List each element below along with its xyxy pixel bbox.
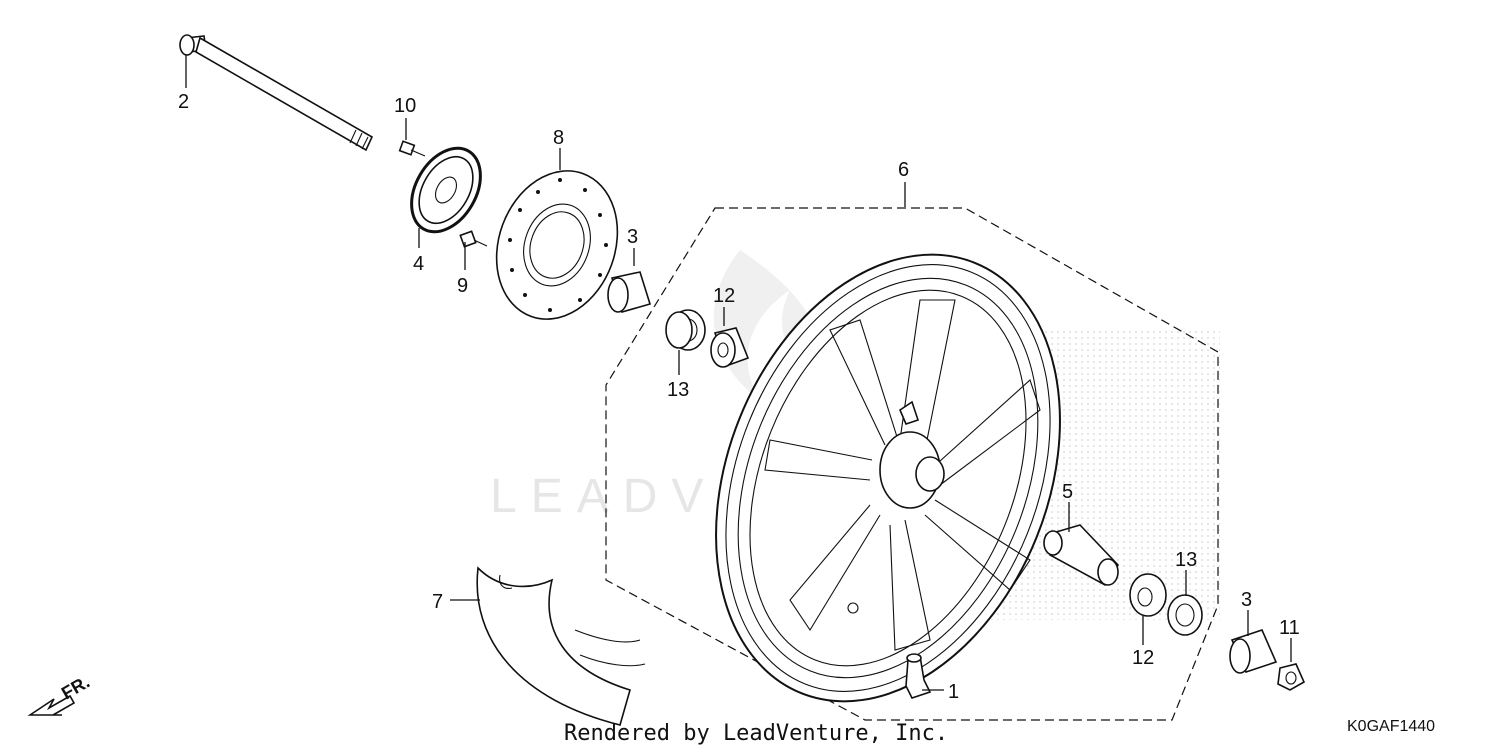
wheel-guard — [476, 566, 646, 726]
callout-5: 5 — [1062, 481, 1073, 503]
axle-shaft — [179, 34, 374, 152]
render-credit: Rendered by LeadVenture, Inc. — [564, 721, 948, 746]
wheel-assembly-boundary — [605, 207, 1219, 721]
axle-nut — [1277, 663, 1306, 691]
disc-cover — [410, 146, 482, 234]
callout-11: 11 — [1279, 617, 1300, 639]
callout-7: 7 — [432, 591, 443, 613]
callout-12-left: 12 — [713, 285, 735, 307]
collar-left — [607, 271, 652, 313]
callout-3-right: 3 — [1241, 589, 1252, 611]
brake-disc — [495, 170, 619, 320]
callout-13-right: 13 — [1175, 549, 1197, 571]
callout-6: 6 — [898, 159, 909, 181]
valve-stem — [905, 653, 932, 699]
callout-2: 2 — [178, 91, 189, 113]
front-direction-arrow: FR. — [27, 672, 93, 716]
callout-4: 4 — [413, 253, 424, 275]
leader-lines — [185, 55, 1292, 691]
diagram-code: K0GAF1440 — [1347, 718, 1435, 735]
callout-10: 10 — [394, 95, 416, 117]
callout-3-left: 3 — [627, 226, 638, 248]
front-wheel — [715, 253, 1061, 703]
callout-9: 9 — [457, 275, 468, 297]
dust-seal-right — [1167, 594, 1203, 636]
bolt-10 — [398, 140, 426, 157]
direction-label: FR. — [58, 672, 93, 704]
bolt-9 — [459, 230, 488, 248]
bearing-right — [1129, 573, 1167, 617]
callout-1: 1 — [948, 681, 959, 703]
callout-8: 8 — [553, 127, 564, 149]
bearing-left — [710, 327, 750, 368]
collar-right — [1229, 629, 1278, 674]
callout-13-left: 13 — [667, 379, 689, 401]
dust-seal-left — [665, 309, 706, 351]
callout-12-right: 12 — [1132, 647, 1154, 669]
distance-collar — [1043, 524, 1120, 587]
